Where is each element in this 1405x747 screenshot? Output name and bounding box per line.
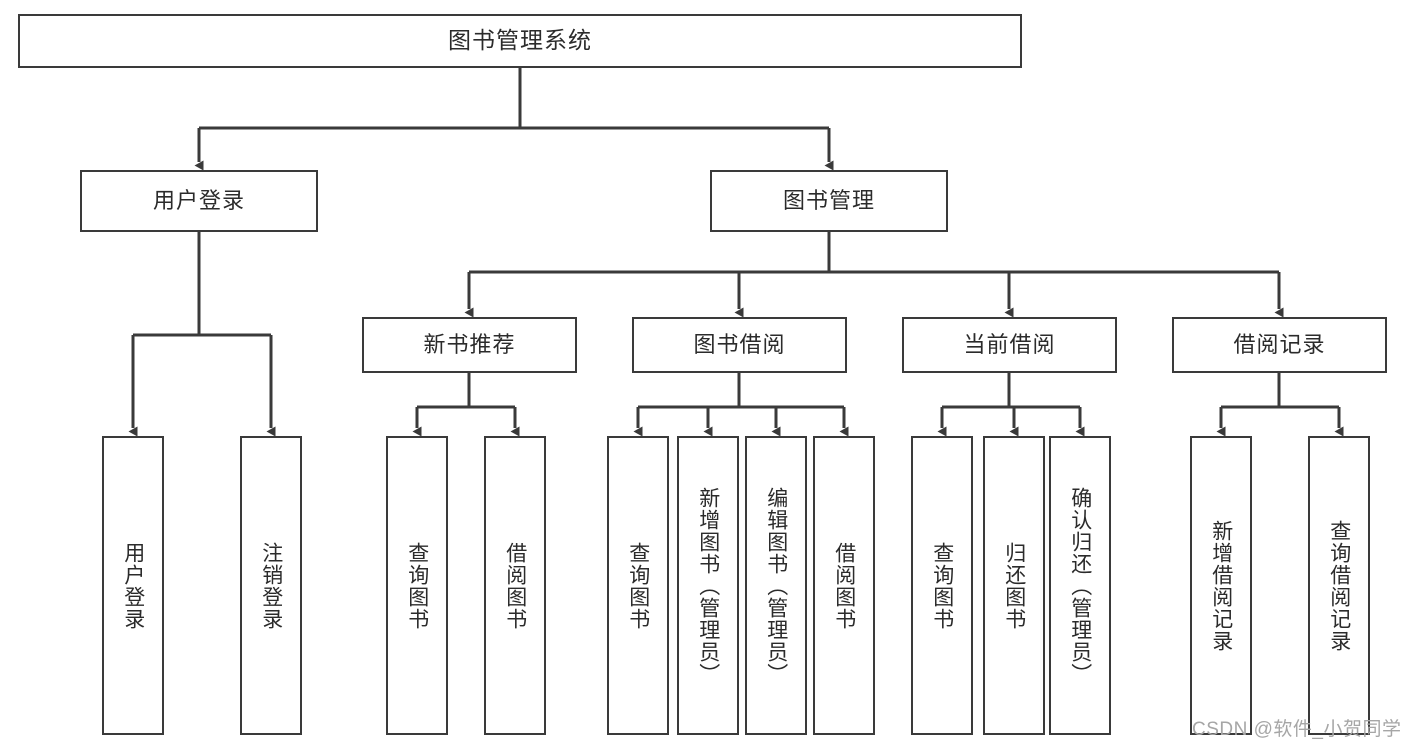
- csdn-watermark: CSDN @软件_小贺同学: [1192, 719, 1402, 740]
- node-leaf-add-record[interactable]: 新增借阅记录: [1190, 436, 1252, 735]
- node-leaf-borrow-book-2[interactable]: 借阅图书: [813, 436, 875, 735]
- node-borrow-record[interactable]: 借阅记录: [1172, 317, 1387, 373]
- node-book-borrow[interactable]: 图书借阅: [632, 317, 847, 373]
- node-leaf-confirm-return[interactable]: 确认归还（管理员）: [1049, 436, 1111, 735]
- node-new-book-recommend[interactable]: 新书推荐: [362, 317, 577, 373]
- node-leaf-logout[interactable]: 注销登录: [240, 436, 302, 735]
- node-leaf-add-book[interactable]: 新增图书（管理员）: [677, 436, 739, 735]
- node-leaf-return-book[interactable]: 归还图书: [983, 436, 1045, 735]
- node-book-manage[interactable]: 图书管理: [710, 170, 948, 232]
- node-leaf-query-record[interactable]: 查询借阅记录: [1308, 436, 1370, 735]
- node-user-login[interactable]: 用户登录: [80, 170, 318, 232]
- node-leaf-query-book-3[interactable]: 查询图书: [911, 436, 973, 735]
- node-leaf-query-book-1[interactable]: 查询图书: [386, 436, 448, 735]
- node-leaf-borrow-book-1[interactable]: 借阅图书: [484, 436, 546, 735]
- node-leaf-edit-book[interactable]: 编辑图书（管理员）: [745, 436, 807, 735]
- node-leaf-user-login[interactable]: 用户登录: [102, 436, 164, 735]
- node-leaf-query-book-2[interactable]: 查询图书: [607, 436, 669, 735]
- node-current-borrow[interactable]: 当前借阅: [902, 317, 1117, 373]
- node-root[interactable]: 图书管理系统: [18, 14, 1022, 68]
